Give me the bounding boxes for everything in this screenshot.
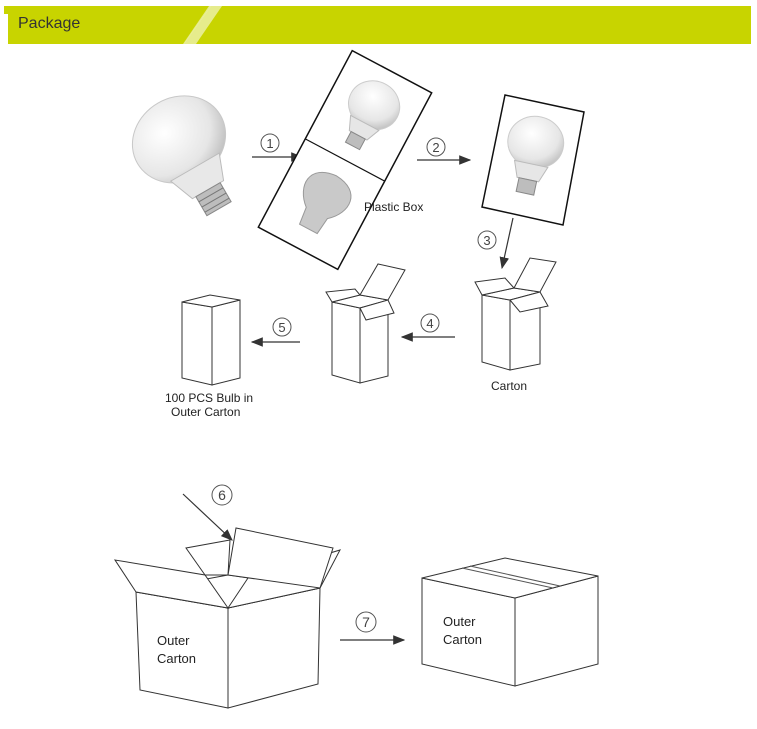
step-6-label: 6: [218, 487, 226, 503]
page-title: Package: [18, 15, 81, 32]
step-3-arrow: 3: [477, 217, 514, 270]
bulb-cavity-icon: [298, 171, 352, 235]
step-2-arrow: 2: [417, 137, 472, 165]
step-2-label: 2: [432, 140, 439, 155]
header-band-right: [184, 6, 751, 44]
step-5-label: 5: [278, 320, 285, 335]
outer-carton-open-label-line1: Outer: [157, 633, 190, 648]
step-4-label: 4: [426, 316, 433, 331]
plastic-box-label: Plastic Box: [364, 200, 423, 214]
step-4-arrow: 4: [400, 313, 455, 342]
step-1-arrow: 1: [252, 133, 304, 162]
header-slash: [183, 6, 222, 44]
outer-carton-closed-label-line2: Carton: [443, 632, 482, 647]
carton-label: Carton: [491, 379, 527, 393]
step-3-label: 3: [483, 233, 490, 248]
carton-packed-icon: [325, 263, 406, 384]
carton-closed-icon: [181, 294, 241, 386]
step-1-label: 1: [266, 136, 273, 151]
led-bulb-icon: [131, 95, 232, 217]
hundred-pcs-label-line1: 100 PCS Bulb in: [165, 391, 253, 405]
header-band: [4, 6, 751, 44]
boxed-bulb-icon: [344, 80, 401, 151]
section-header: Package: [4, 6, 751, 44]
step-7-arrow: 7: [340, 611, 406, 645]
step-6-arrow: 6: [182, 484, 233, 541]
outer-carton-closed-label-line1: Outer: [443, 614, 476, 629]
plastic-box-illustration: [257, 49, 433, 271]
hundred-pcs-label-line2: Outer Carton: [171, 405, 240, 419]
outer-carton-open-icon: [113, 527, 342, 709]
packed-bulb-icon: [507, 115, 565, 196]
carton-open-icon: [474, 257, 557, 371]
packed-plastic-box: [481, 94, 585, 226]
step-7-label: 7: [362, 614, 370, 630]
step-5-arrow: 5: [250, 317, 300, 347]
header-marker-icon: [4, 14, 8, 44]
outer-carton-open-label-line2: Carton: [157, 651, 196, 666]
outer-carton-closed-icon: [421, 557, 599, 687]
header-tab-left: [4, 6, 211, 44]
